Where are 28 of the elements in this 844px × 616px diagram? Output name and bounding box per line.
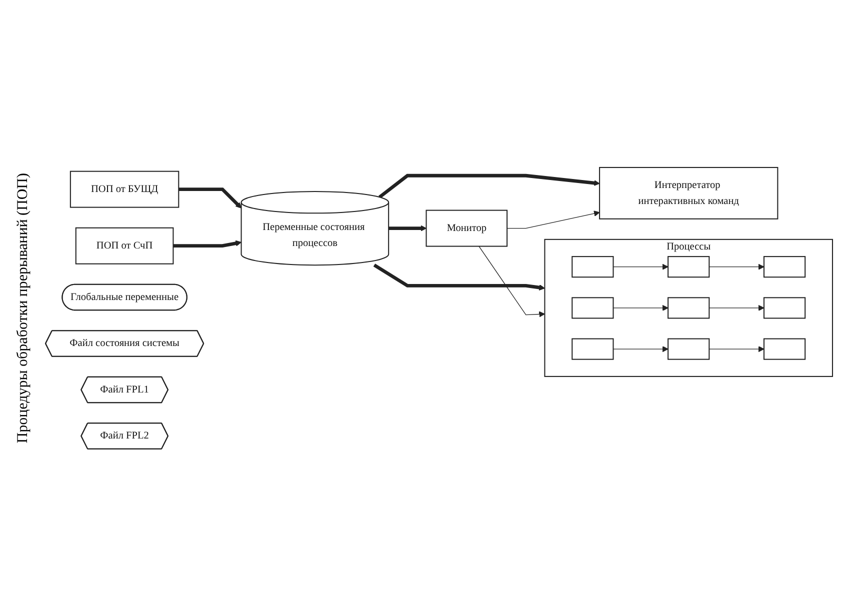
side-label: Процедуры обработки прерываний (ПОП) [14,172,32,444]
arrow [373,263,545,290]
arrow [378,174,600,198]
node-box: Интерпретатор интерактивных команд [599,166,778,220]
arrow [708,264,764,270]
node-box [763,338,806,360]
node-box [572,297,614,319]
node-box [763,297,806,319]
node-box [572,256,614,278]
arrow [612,346,668,352]
arrow [612,304,668,311]
arrow [178,187,242,208]
node-box: ПОП от СчП [75,227,174,264]
arrow [478,246,545,318]
node-box [668,256,710,278]
node-box [572,338,614,360]
node-box: Монитор [426,210,508,247]
node-box [668,297,710,319]
node-box [763,256,806,278]
node-box: ПОП от БУЩД [70,170,180,208]
arrow [173,240,242,248]
arrow [708,346,764,352]
arrow [612,264,668,270]
cluster: Процессы [544,238,834,377]
arrow [506,210,600,228]
arrow [388,225,427,232]
node-box [668,338,710,360]
arrow [708,304,764,311]
